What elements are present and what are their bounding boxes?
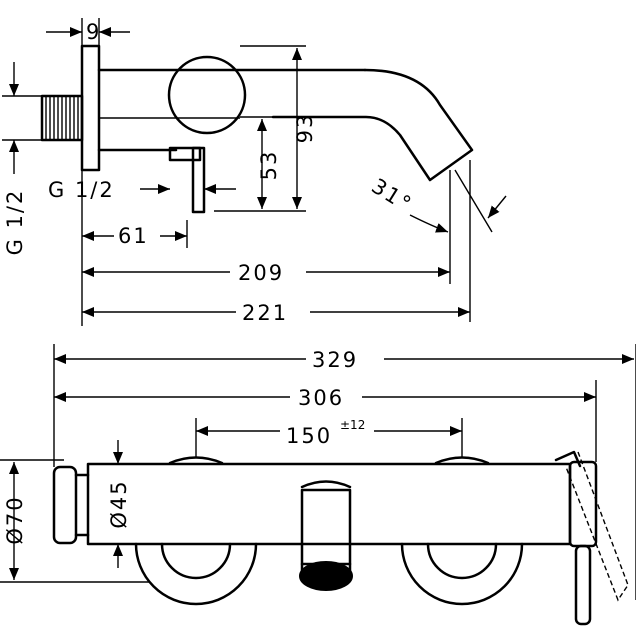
- front-view: 329 306 150 ±12: [0, 344, 636, 626]
- dim-53-label: 53: [257, 150, 281, 181]
- dim-93-label: 93: [293, 113, 317, 144]
- body-front: [86, 462, 572, 546]
- dim-209-label: 209: [238, 261, 284, 285]
- dim-9-label: 9: [86, 20, 101, 44]
- spout-front: [299, 480, 353, 591]
- dim-150-tolerance: ±12: [340, 418, 365, 432]
- dim-31deg-label: 31°: [367, 174, 416, 217]
- right-lever: [554, 450, 629, 626]
- left-eccentric: [134, 456, 258, 606]
- dim-61-label: 61: [118, 224, 149, 248]
- side-view: 9 93 53 G 1/2 G 1/2 61 209: [2, 18, 507, 326]
- dim-221-label: 221: [242, 301, 288, 325]
- dim-g12-side-label: G 1/2: [3, 189, 27, 256]
- spout: [271, 68, 474, 182]
- inlet-thread: [40, 94, 84, 142]
- right-eccentric: [400, 456, 524, 606]
- dim-306-label: 306: [298, 386, 344, 410]
- dim-d70-label: Ø70: [3, 495, 27, 544]
- dim-329-label: 329: [312, 348, 358, 372]
- wall-plate: [80, 44, 101, 172]
- dim-g12-inline-label: G 1/2: [48, 178, 115, 202]
- left-end-cap: [52, 465, 78, 545]
- dim-150-label: 150: [286, 424, 332, 448]
- lever: [168, 146, 206, 214]
- handle-knob: [167, 55, 247, 135]
- dim-d45-label: Ø45: [107, 479, 131, 528]
- mixer-body: [97, 68, 367, 152]
